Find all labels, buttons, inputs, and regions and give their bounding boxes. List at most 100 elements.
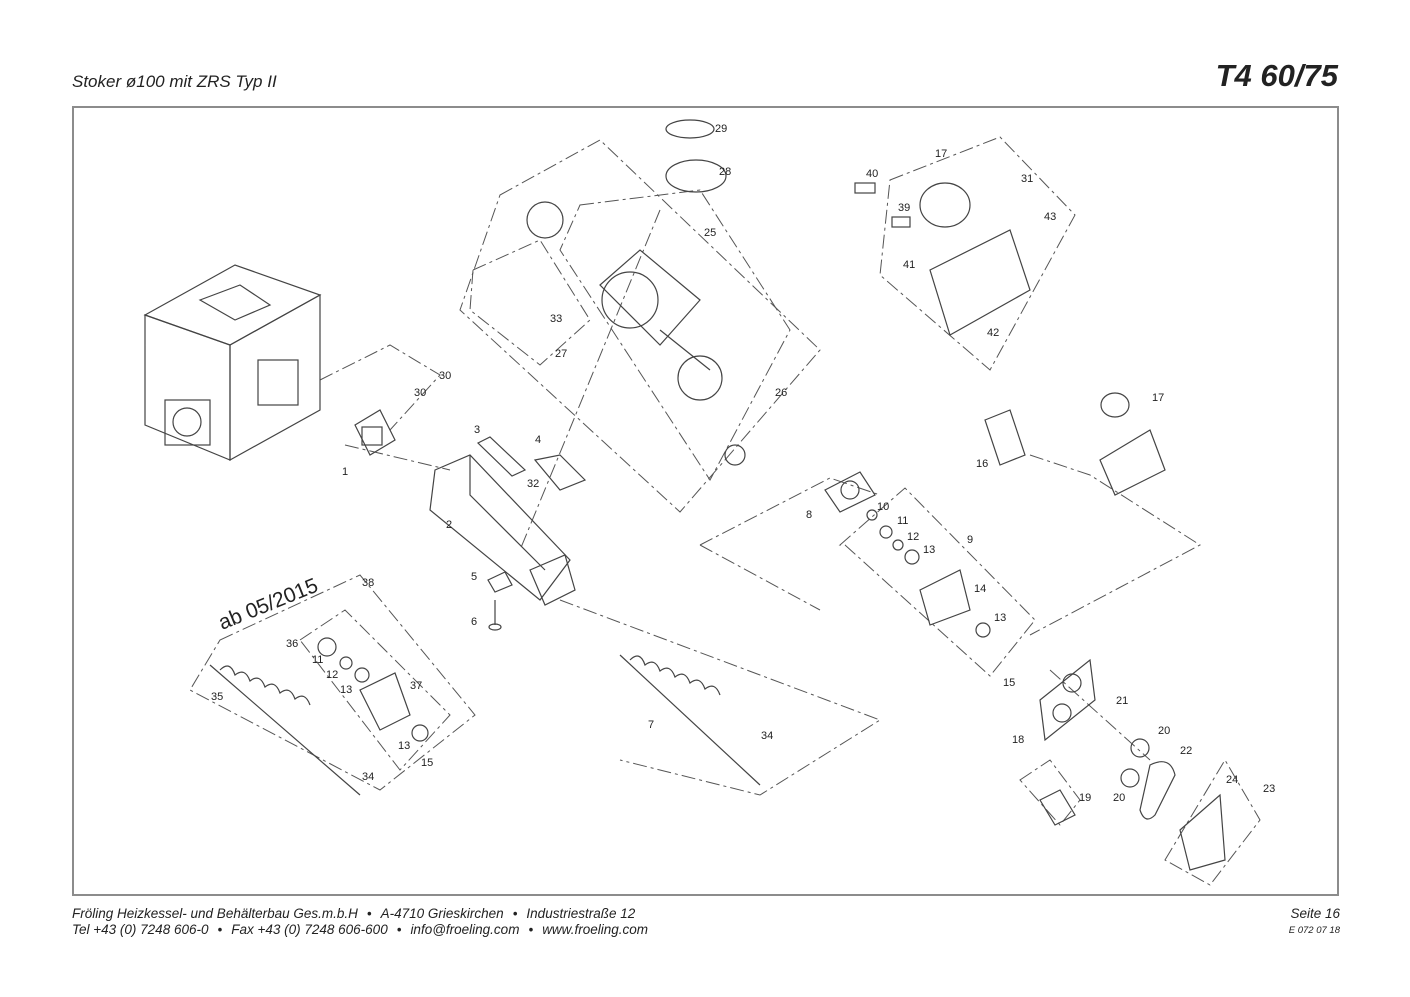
group-outline-9: [838, 487, 1036, 677]
part-label-17a: 17: [935, 148, 947, 160]
footer-street: Industriestraße 12: [526, 906, 636, 921]
plates-3-4: [476, 436, 587, 491]
footer-company: Fröling Heizkessel- und Behälterbau Ges.…: [72, 906, 358, 921]
rotary-valve-25: [526, 119, 746, 466]
part-label-20b: 20: [1113, 792, 1125, 804]
part-label-20a: 20: [1158, 725, 1170, 737]
footer-bullet: •: [512, 906, 518, 921]
document-code: E 072 07 18: [1288, 925, 1340, 936]
part-label-9: 9: [967, 534, 973, 546]
part-label-15b: 15: [421, 757, 433, 769]
part-label-12b: 12: [326, 669, 338, 681]
model-title: T4 60/75: [1215, 58, 1338, 93]
part-label-28: 28: [719, 166, 731, 178]
footer-contact: Tel +43 (0) 7248 606-0 • Fax +43 (0) 7248 …: [72, 922, 648, 937]
part-label-34b: 34: [362, 771, 374, 783]
part-label-42: 42: [987, 327, 999, 339]
part-label-43: 43: [1044, 211, 1056, 223]
part-label-14: 14: [974, 583, 986, 595]
flange-1: [354, 409, 396, 456]
part-label-22: 22: [1180, 745, 1192, 757]
part-label-25: 25: [704, 227, 716, 239]
plate-18-chain-drive: [1039, 658, 1226, 871]
footer-bullet: •: [396, 922, 402, 937]
part-label-39: 39: [898, 202, 910, 214]
part-label-6: 6: [471, 616, 477, 628]
part-label-10: 10: [877, 501, 889, 513]
page-number: Seite 16: [1290, 906, 1340, 921]
part-label-13b: 13: [994, 612, 1006, 624]
part-label-36: 36: [286, 638, 298, 650]
screw-35: [209, 664, 361, 796]
part-label-29: 29: [715, 123, 727, 135]
part-label-18: 18: [1012, 734, 1024, 746]
part-label-2: 2: [446, 519, 452, 531]
part-label-12a: 12: [907, 531, 919, 543]
part-label-19: 19: [1079, 792, 1091, 804]
footer-bullet: •: [366, 906, 372, 921]
drive-motor-17-top: [854, 182, 1031, 336]
part-label-32: 32: [527, 478, 539, 490]
part-label-3: 3: [474, 424, 480, 436]
revision-note: ab 05/2015: [215, 574, 321, 635]
stoker-channel-2: [429, 454, 576, 606]
bearing-assembly-37: [317, 637, 429, 742]
leader-8: [699, 477, 881, 546]
part-label-13d: 13: [398, 740, 410, 752]
part-label-38: 38: [362, 577, 374, 589]
group-outline-38: [189, 574, 476, 791]
group-outline-27: [469, 239, 591, 366]
footer-email: info@froeling.com: [410, 922, 520, 937]
document-subtitle: Stoker ø100 mit ZRS Typ II: [72, 72, 277, 91]
footer-bullet: •: [217, 922, 223, 937]
leader-16: [1029, 454, 1201, 636]
part-label-11a: 11: [897, 515, 908, 527]
part-label-16: 16: [976, 458, 988, 470]
part-label-4: 4: [535, 434, 541, 446]
part-label-15a: 15: [1003, 677, 1015, 689]
leader-8b: [699, 544, 821, 611]
group-outline-17: [879, 136, 1076, 371]
part-label-1: 1: [342, 466, 348, 478]
leader-1: [319, 344, 441, 431]
part-label-11b: 11: [312, 654, 323, 666]
diagram-frame: [72, 106, 1339, 896]
leader-18: [1049, 669, 1151, 761]
footer-address: Fröling Heizkessel- und Behälterbau Ges.…: [72, 906, 635, 921]
group-outline-25: [459, 139, 821, 513]
stoker-housing: [143, 264, 322, 462]
part-label-7: 7: [648, 719, 654, 731]
part-label-35: 35: [211, 691, 223, 703]
parts-5-6: [487, 571, 513, 631]
part-label-30a: 30: [439, 370, 451, 382]
footer-tel: Tel +43 (0) 7248 606-0: [72, 922, 209, 937]
part-label-13a: 13: [923, 544, 935, 556]
group-outline-36: [299, 609, 451, 771]
part-label-21: 21: [1116, 695, 1128, 707]
part-labels: 1 2 3 4 5 6 7 8 9 10 11 11 12 12 13 13 1…: [211, 123, 1275, 804]
screw-7: [619, 654, 761, 786]
flange-8-housing-9: [824, 471, 991, 638]
part-label-17b: 17: [1152, 392, 1164, 404]
part-label-34a: 34: [761, 730, 773, 742]
group-outline-19: [1019, 759, 1081, 826]
footer-web: www.froeling.com: [542, 922, 648, 937]
part-label-37: 37: [410, 680, 422, 692]
footer-city: A-4710 Grieskirchen: [380, 906, 504, 921]
group-outline-26: [559, 189, 791, 481]
part-label-31: 31: [1021, 173, 1033, 185]
leader-7: [559, 599, 882, 796]
part-label-30b: 30: [414, 387, 426, 399]
leader-28: [519, 209, 661, 551]
leader-2: [344, 444, 451, 471]
part-label-24: 24: [1226, 774, 1238, 786]
part-label-26: 26: [775, 387, 787, 399]
footer-fax: Fax +43 (0) 7248 606-600: [231, 922, 388, 937]
part-label-40: 40: [866, 168, 878, 180]
group-outline-23: [1164, 759, 1261, 886]
footer-bullet: •: [528, 922, 534, 937]
part-label-33: 33: [550, 313, 562, 325]
part-label-8: 8: [806, 509, 812, 521]
part-label-13c: 13: [340, 684, 352, 696]
